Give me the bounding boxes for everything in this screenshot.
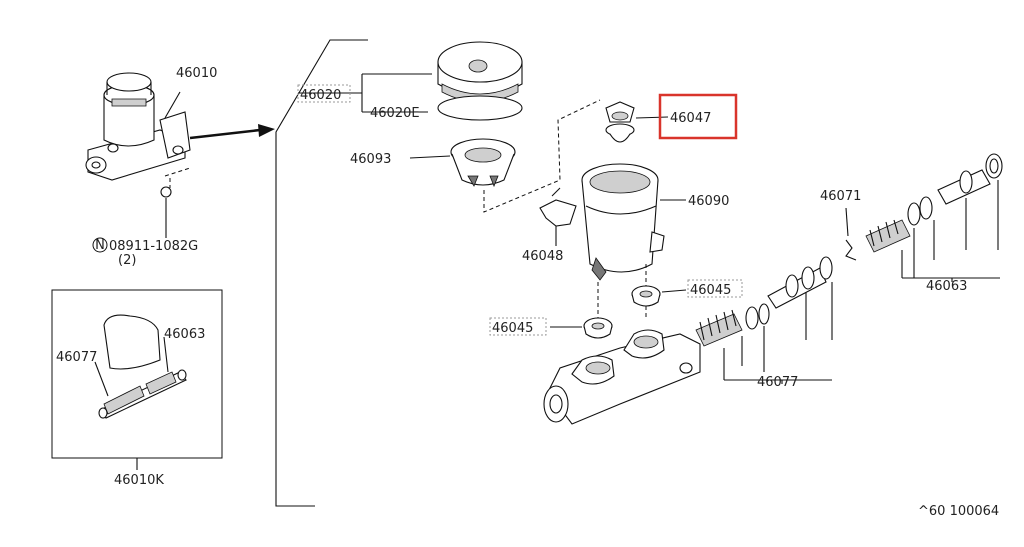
strainer bbox=[450, 138, 516, 188]
guide-dashed-1 bbox=[483, 99, 601, 213]
leader-46077-inset bbox=[94, 361, 109, 397]
bracket-46063 bbox=[901, 180, 1000, 279]
clip bbox=[539, 187, 577, 227]
stopper-ring bbox=[845, 239, 857, 261]
cylinder-body bbox=[543, 329, 701, 425]
label-46063: 46063 bbox=[926, 279, 967, 294]
label-46010: 46010 bbox=[176, 66, 217, 81]
label-bolt-qty: (2) bbox=[118, 253, 136, 268]
inset-frame bbox=[51, 289, 223, 459]
assembly-bracket bbox=[275, 39, 368, 507]
reservoir-body bbox=[581, 163, 665, 281]
leader-46047 bbox=[635, 116, 669, 119]
bracket-46077 bbox=[723, 282, 833, 381]
reservoir-cap bbox=[437, 41, 523, 121]
label-46077-inset: 46077 bbox=[56, 350, 97, 365]
label-46045-left: 46045 bbox=[492, 321, 533, 336]
label-46048: 46048 bbox=[522, 249, 563, 264]
leader-46071 bbox=[845, 207, 849, 237]
primary-piston-assembly bbox=[695, 256, 833, 347]
label-46093: 46093 bbox=[350, 152, 391, 167]
label-46071: 46071 bbox=[820, 189, 861, 204]
box-46045-left bbox=[489, 317, 547, 336]
label-46020: 46020 bbox=[300, 88, 341, 103]
inset-piston-assembly bbox=[98, 314, 187, 419]
label-46063-inset: 46063 bbox=[164, 327, 205, 342]
bracket-46020 bbox=[298, 73, 432, 113]
grommet-left bbox=[583, 317, 613, 339]
label-46010K: 46010K bbox=[114, 473, 164, 488]
label-46077: 46077 bbox=[757, 375, 798, 390]
leader-46045-right bbox=[661, 289, 687, 293]
overview-master-cylinder bbox=[85, 72, 191, 198]
bolt-callout: N 08911-1082G (2) bbox=[92, 237, 198, 268]
leader-46010 bbox=[164, 91, 181, 119]
figure-code: ^60 100064 bbox=[918, 504, 999, 519]
overview-arrow bbox=[189, 124, 275, 140]
box-46020 bbox=[297, 84, 351, 103]
bolt-prefix: N bbox=[95, 238, 105, 253]
label-46020E: 46020E bbox=[370, 106, 420, 121]
highlight-46047 bbox=[658, 93, 738, 140]
label-46045-right: 46045 bbox=[690, 283, 731, 298]
label-46047: 46047 bbox=[670, 111, 711, 126]
label-46090: 46090 bbox=[688, 194, 729, 209]
check-valve bbox=[605, 101, 635, 143]
label-bolt-part: 08911-1082G bbox=[109, 239, 198, 254]
leader-46063-inset bbox=[163, 336, 169, 373]
secondary-piston-assembly bbox=[865, 153, 1003, 253]
grommet-right bbox=[631, 285, 661, 307]
leader-46093 bbox=[409, 155, 451, 159]
box-46045-right bbox=[687, 279, 743, 298]
